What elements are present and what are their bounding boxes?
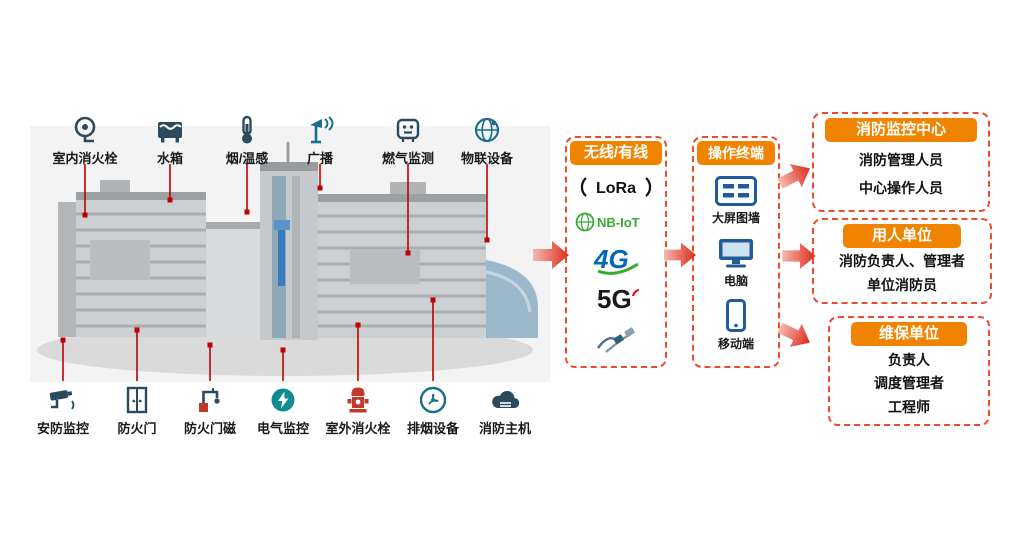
device-electric-monitor: 电气监控 [235,383,331,437]
mobile-phone-icon [725,299,746,333]
svg-text:LoRa: LoRa [596,180,636,197]
logo-4g: 4G [588,243,644,275]
fiveg-logo-icon: 5G [597,284,640,314]
device-fire-door-magnet: 防火门磁 [162,383,258,437]
wired-cables [595,324,637,354]
device-label: 物联设备 [460,151,513,166]
svg-text:4G: 4G [593,244,629,274]
device-outdoor-hydrant: 室外消火栓 [310,383,406,437]
svg-text:5G: 5G [597,284,632,314]
device-gas-monitor: 燃气监测 [360,113,456,167]
fire-door-magnet-icon [196,383,224,415]
terminal-screen-wall: 大屏图墙 [711,175,760,226]
device-water-tank: 水箱 [122,113,218,167]
security-camera-icon [48,383,78,415]
device-label: 排烟设备 [406,421,459,436]
terminal-item-label: 大屏图墙 [711,210,760,225]
group-header: 用人单位 [842,224,962,248]
screen-wall-icon [714,175,757,206]
terminal-computer: 电脑 [717,237,755,289]
group-member: 负责人 [888,351,930,368]
group-maintenance-unit: 维保单位 负责人 调度管理者 工程师 [828,316,990,426]
logo-lora: LoRa [579,174,653,200]
nbiot-logo-icon: NB-IoT [575,212,640,232]
group-member: 调度管理者 [874,375,944,391]
lora-logo-icon: LoRa [580,177,652,197]
group-members: 消防负责人、管理者 单位消防员 [839,248,965,298]
terminal-panel: 操作终端 大屏图墙 电脑 [692,136,780,368]
device-label: 室外消火栓 [325,421,391,436]
device-label: 燃气监测 [381,151,434,166]
device-iot-device: 物联设备 [439,113,535,167]
smoke-exhaust-icon [418,383,448,415]
device-label: 水箱 [156,151,183,166]
device-label: 电气监控 [256,421,309,436]
device-broadcast: 广播 [272,113,368,167]
indoor-hydrant-icon [71,113,99,145]
fire-door-icon [123,383,151,415]
group-fire-monitoring-center: 消防监控中心 消防管理人员 中心操作人员 [812,112,990,212]
device-smoke-temp-sensor: 烟/温感 [199,113,295,167]
arrow-terminal-to-maintenance [777,322,810,348]
iot-device-icon [472,113,502,145]
svg-text:NB-IoT: NB-IoT [597,215,640,230]
group-member: 中心操作人员 [859,180,943,196]
arrow-terminal-to-fire-center [777,163,810,189]
group-members: 消防管理人员 中心操作人员 [859,142,943,206]
device-smoke-exhaust: 排烟设备 [385,383,481,437]
electric-monitor-icon [269,383,297,415]
device-indoor-hydrant: 室内消火栓 [37,113,133,167]
group-employer-unit: 用人单位 消防负责人、管理者 单位消防员 [812,218,992,304]
arrow-terminal-to-employer [782,243,816,269]
group-members: 负责人 调度管理者 工程师 [874,346,944,420]
device-label: 消防主机 [478,421,531,436]
group-member: 单位消防员 [867,276,937,293]
terminal-panel-body: 大屏图墙 电脑 移动端 [697,165,775,363]
device-label: 防火门磁 [183,421,236,436]
terminal-item-label: 电脑 [723,273,748,288]
arrow-network-to-terminal [664,242,696,268]
group-member: 工程师 [888,398,930,415]
logo-5g: 5G [591,284,641,314]
computer-icon [719,238,753,267]
device-label: 烟/温感 [225,151,269,166]
terminal-item-label: 移动端 [717,337,754,352]
group-header: 维保单位 [850,322,968,346]
logo-nbiot: NB-IoT [575,210,657,234]
water-tank-icon [155,113,185,145]
device-label: 防火门 [117,421,157,436]
group-member: 消防管理人员 [859,152,943,168]
network-panel-header: 无线/有线 [570,141,662,165]
device-label: 安防监控 [36,421,89,436]
fire-host-icon [489,383,521,415]
device-label: 室内消火栓 [52,151,118,166]
network-panel: 无线/有线 LoRa NB-IoT 4G [565,136,667,368]
network-panel-body: LoRa NB-IoT 4G 5G [570,165,662,363]
gas-monitor-icon [394,113,422,145]
device-label: 广播 [306,151,333,166]
device-security-camera: 安防监控 [15,383,111,437]
group-member: 消防负责人、管理者 [839,253,965,270]
arrow-building-to-network [533,241,569,269]
device-fire-host: 消防主机 [457,383,553,437]
smoke-temp-sensor-icon [233,113,261,145]
group-header: 消防监控中心 [824,118,978,142]
outdoor-hydrant-icon [344,383,372,415]
terminal-mobile: 移动端 [718,299,754,352]
terminal-panel-header: 操作终端 [697,141,775,165]
broadcast-icon [306,113,334,145]
network-cables-icon [597,327,635,353]
fourg-logo-icon: 4G [593,244,639,275]
device-fire-door: 防火门 [89,383,185,437]
